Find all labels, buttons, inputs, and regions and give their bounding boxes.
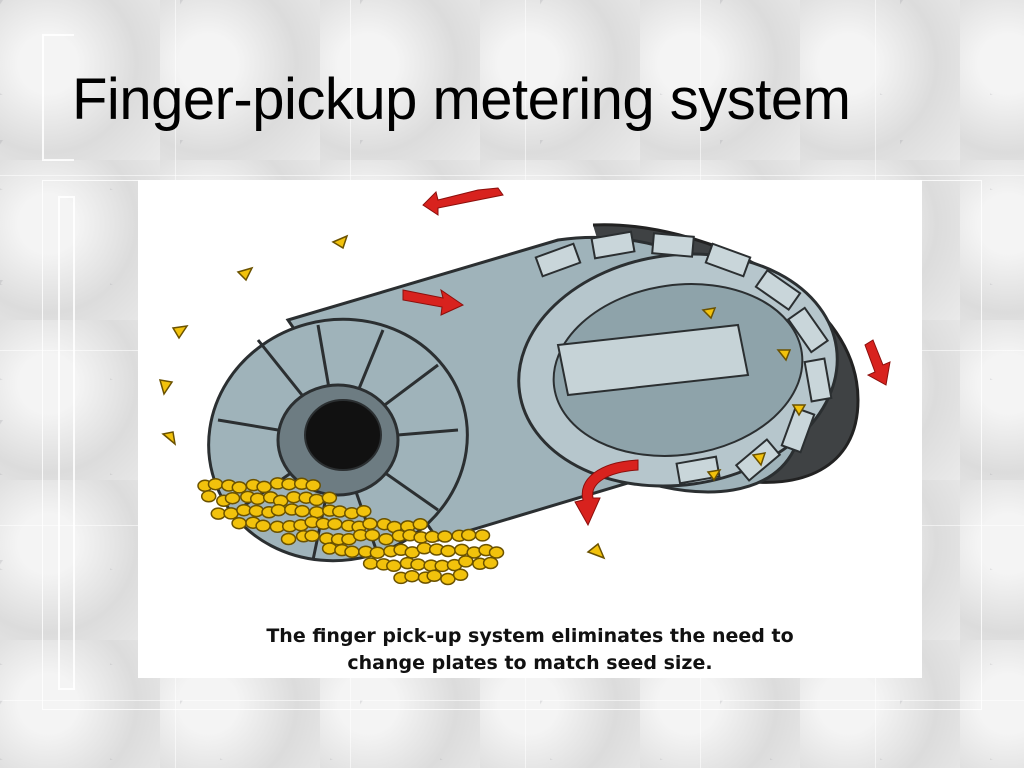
- caption-line-1: The finger pick-up system eliminates the…: [266, 625, 793, 647]
- seed: [482, 556, 499, 570]
- seed: [255, 519, 271, 533]
- seed: [305, 479, 321, 492]
- seed: [410, 558, 426, 571]
- seed: [344, 545, 360, 559]
- arrow-down-right-icon: [864, 339, 891, 386]
- background-grid-line: [0, 175, 1024, 176]
- seed: [224, 491, 241, 505]
- seed: [256, 480, 272, 494]
- seed: [321, 491, 338, 505]
- seed: [294, 504, 310, 518]
- seed: [460, 528, 477, 542]
- seed: [223, 507, 239, 520]
- seed: [440, 544, 456, 558]
- seed: [426, 569, 442, 583]
- seed: [437, 530, 453, 543]
- seed: [474, 529, 491, 542]
- seed: [248, 504, 265, 518]
- seed: [210, 507, 227, 520]
- metering-diagram: The finger pick-up system eliminates the…: [138, 180, 922, 678]
- metering-illustration: The finger pick-up system eliminates the…: [158, 187, 891, 674]
- seed: [378, 532, 394, 546]
- seed: [308, 493, 325, 507]
- flow-arrows: [402, 187, 891, 527]
- left-bar-decoration: [58, 196, 75, 690]
- seed: [356, 504, 372, 518]
- seed: [440, 572, 456, 586]
- seed: [488, 546, 505, 559]
- arrow-curve-down-icon: [574, 459, 639, 527]
- arrow-right-icon: [402, 288, 465, 316]
- seed: [386, 559, 402, 573]
- seed-pile: [197, 477, 505, 586]
- scattered-seeds: [158, 234, 807, 560]
- seed: [200, 490, 217, 503]
- seed: [231, 516, 247, 530]
- seed: [364, 528, 381, 542]
- seed: [369, 546, 386, 559]
- seed: [281, 477, 297, 491]
- caption-line-2: change plates to match seed size.: [347, 652, 712, 674]
- seed: [458, 555, 474, 568]
- seed: [270, 503, 287, 517]
- seed: [412, 518, 429, 531]
- seed: [362, 517, 378, 531]
- background-grid-line: [0, 700, 1024, 701]
- seed: [280, 532, 297, 546]
- title-bracket-decoration: [42, 34, 74, 161]
- seed: [327, 517, 343, 531]
- seed: [249, 492, 266, 506]
- slide-title: Finger-pickup metering system: [72, 67, 851, 132]
- seed: [452, 568, 469, 582]
- seed: [404, 569, 420, 583]
- arrow-top-icon: [422, 187, 504, 216]
- seed: [304, 529, 320, 543]
- seed: [231, 481, 248, 494]
- seed: [362, 557, 379, 570]
- seed: [207, 477, 224, 491]
